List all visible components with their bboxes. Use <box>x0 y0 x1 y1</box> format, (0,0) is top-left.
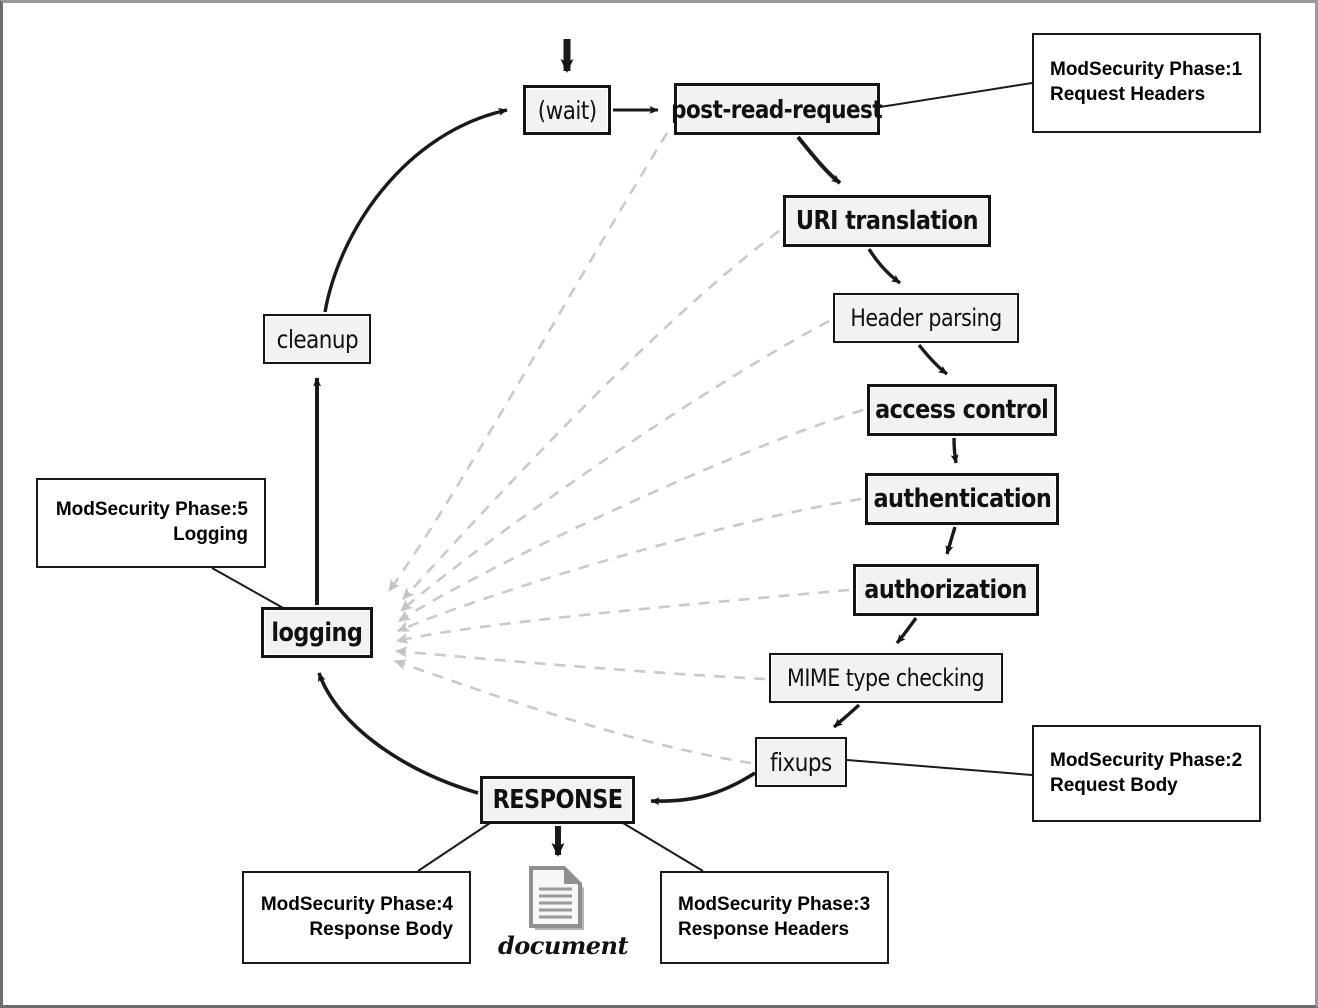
callout-modsecurity-phase-1: ModSecurity Phase:1 Request Headers <box>1032 33 1261 133</box>
edge-response-to-logging <box>317 672 479 795</box>
leader-phase2 <box>846 759 1033 776</box>
edge-cleanup-to-wait <box>323 107 508 313</box>
edge-auth-to-authz <box>945 526 957 555</box>
callout-modsecurity-phase-4: ModSecurity Phase:4 Response Body <box>242 871 471 964</box>
edge-mime-to-fixups <box>832 703 861 729</box>
node-authorization[interactable]: authorization <box>853 564 1039 616</box>
dashed-edge-header-to-logging <box>400 319 830 612</box>
node-fixups-label: fixups <box>770 747 832 777</box>
dashed-edge-fixups-to-logging <box>394 659 752 765</box>
node-wait-label: (wait) <box>537 95 597 125</box>
node-fixups[interactable]: fixups <box>755 737 847 787</box>
dashed-edge-mime-to-logging <box>395 646 766 681</box>
dashed-edge-post-read-to-logging <box>387 132 669 592</box>
document-page-icon <box>529 866 584 930</box>
node-access-control[interactable]: access control <box>867 384 1057 436</box>
edge-authz-to-mime <box>895 617 918 645</box>
dashed-edge-uri-to-logging <box>402 229 780 600</box>
edge-header-to-access <box>917 343 949 376</box>
callout-leader-lines <box>211 82 1033 872</box>
edge-uri-to-header <box>867 248 902 285</box>
node-uri-translation-label: URI translation <box>795 206 979 236</box>
callout-phase-2-line-1: ModSecurity Phase:2 <box>1050 749 1243 771</box>
node-access-control-label: access control <box>875 395 1049 425</box>
leader-phase1 <box>879 82 1033 108</box>
callout-phase-2-line-2: Request Body <box>1050 774 1178 796</box>
dashed-edge-access-to-logging <box>398 408 864 623</box>
node-mime-type-checking-label: MIME type checking <box>787 664 985 692</box>
leader-phase5 <box>211 567 286 610</box>
edge-post-read-to-uri <box>796 135 842 185</box>
leader-phase3 <box>622 822 704 872</box>
node-logging[interactable]: logging <box>261 607 373 658</box>
callout-phase-5-line-1: ModSecurity Phase:5 <box>55 499 248 521</box>
dashed-edges-to-logging <box>387 132 864 765</box>
solid-edges <box>313 39 959 857</box>
callout-modsecurity-phase-3: ModSecurity Phase:3 Response Headers <box>660 871 889 964</box>
callout-phase-4-line-1: ModSecurity Phase:4 <box>260 893 453 915</box>
edge-access-to-auth <box>950 437 959 464</box>
callout-modsecurity-phase-2: ModSecurity Phase:2 Request Body <box>1032 725 1261 822</box>
dashed-edge-auth-to-logging <box>397 497 862 633</box>
callout-modsecurity-phase-5: ModSecurity Phase:5 Logging <box>36 478 266 568</box>
document-label: document <box>498 931 629 960</box>
node-post-read-request-label: post-read-request <box>671 94 883 124</box>
node-response[interactable]: RESPONSE <box>480 776 635 824</box>
node-logging-label: logging <box>271 617 363 648</box>
edge-fixups-to-response <box>650 771 756 806</box>
node-response-label: RESPONSE <box>492 785 623 815</box>
node-post-read-request[interactable]: post-read-request <box>671 83 883 135</box>
callout-phase-5-line-2: Logging <box>173 524 248 545</box>
callout-phase-4-line-2: Response Body <box>309 918 453 940</box>
node-header-parsing-label: Header parsing <box>850 304 1002 332</box>
node-uri-translation[interactable]: URI translation <box>783 195 991 247</box>
callout-phase-3-line-1: ModSecurity Phase:3 <box>678 893 871 915</box>
callout-phase-3-line-2: Response Headers <box>678 918 850 940</box>
node-mime-type-checking[interactable]: MIME type checking <box>769 653 1003 703</box>
node-authentication[interactable]: authentication <box>865 473 1059 525</box>
node-cleanup-label: cleanup <box>276 324 358 354</box>
diagram-svg <box>211 39 1033 872</box>
leader-phase4 <box>417 822 491 872</box>
node-cleanup[interactable]: cleanup <box>263 314 371 364</box>
node-header-parsing[interactable]: Header parsing <box>833 293 1019 343</box>
callout-phase-1-line-2: Request Headers <box>1050 84 1206 105</box>
node-authentication-label: authentication <box>873 484 1051 514</box>
dashed-edge-authz-to-logging <box>396 588 850 644</box>
node-authorization-label: authorization <box>864 575 1028 605</box>
callout-phase-1-line-1: ModSecurity Phase:1 <box>1050 59 1243 81</box>
node-wait[interactable]: (wait) <box>523 85 611 135</box>
